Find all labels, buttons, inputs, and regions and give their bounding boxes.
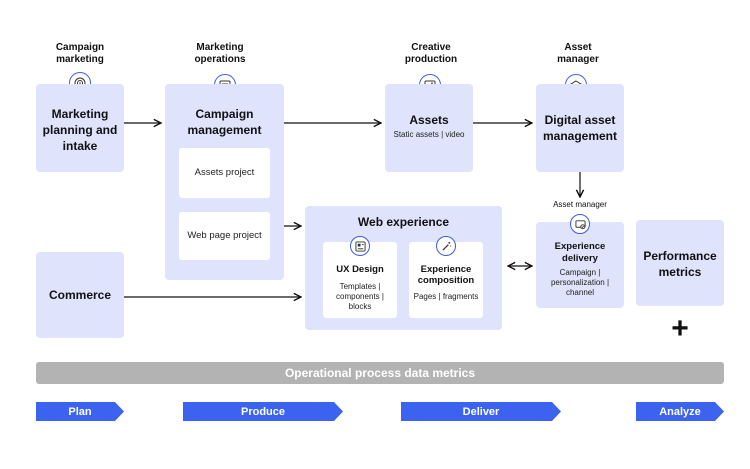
plus-symbol: + xyxy=(671,312,689,345)
experience-composition-title: Experience composition xyxy=(417,264,475,286)
phase-plan-label: Plan xyxy=(68,405,92,418)
phase-deliver: Deliver xyxy=(401,402,561,421)
marketing-planning-title: Marketing planning and intake xyxy=(42,107,118,153)
phase-produce-label: Produce xyxy=(240,405,285,418)
ux-design-title: UX Design xyxy=(336,264,384,275)
operational-metrics-label: Operational process data metrics xyxy=(284,366,476,380)
delivery-icon xyxy=(570,214,590,234)
experience-composition-card: Experience composition Pages | fragments xyxy=(409,236,483,318)
assets-title: Assets xyxy=(409,113,449,127)
role-marketing-operations: Marketing operations xyxy=(194,42,246,65)
phase-produce: Produce xyxy=(183,402,343,421)
assets-project-card: Assets project xyxy=(179,148,270,198)
web-page-project-label: Web page project xyxy=(187,230,262,241)
phase-deliver-label: Deliver xyxy=(462,405,500,418)
experience-delivery-subtitle: Campaign | personalization | channel xyxy=(550,268,610,297)
campaign-management-title: Campaign management xyxy=(187,107,262,137)
experience-delivery-title: Experience delivery xyxy=(554,241,606,264)
role-asset-manager: Asset manager xyxy=(557,42,599,65)
commerce-title: Commerce xyxy=(48,288,112,302)
role-creative-production: Creative production xyxy=(404,42,458,65)
web-experience-box: Web experience UX Design Templates | com… xyxy=(305,206,502,330)
performance-metrics-title: Performance metrics xyxy=(643,249,717,279)
phase-analyze: Analyze xyxy=(636,402,724,421)
phase-plan: Plan xyxy=(36,402,124,421)
digital-asset-management-title: Digital asset management xyxy=(542,113,618,143)
assets-subtitle: Static assets | video xyxy=(393,130,465,139)
commerce-box: Commerce xyxy=(36,252,124,338)
phase-analyze-label: Analyze xyxy=(659,405,701,418)
operational-metrics-bar: Operational process data metrics xyxy=(36,362,724,384)
asset-manager-small-label: Asset manager xyxy=(553,200,607,209)
experience-composition-subtitle: Pages | fragments xyxy=(413,292,479,301)
magic-wand-icon xyxy=(436,236,456,256)
campaign-management-box: Campaign management Assets project Web p… xyxy=(165,84,284,280)
web-page-project-card: Web page project xyxy=(179,212,270,260)
ux-design-card: UX Design Templates | components | block… xyxy=(323,236,397,318)
layout-icon xyxy=(350,236,370,256)
experience-delivery-box: Experience delivery Campaign | personali… xyxy=(536,214,624,308)
assets-box: Assets Static assets | video xyxy=(385,84,473,172)
digital-asset-management-box: Digital asset management xyxy=(536,84,624,172)
web-experience-title: Web experience xyxy=(357,215,450,229)
role-campaign-marketing: Campaign marketing xyxy=(55,42,105,65)
performance-metrics-box: Performance metrics xyxy=(636,220,724,306)
marketing-planning-box: Marketing planning and intake xyxy=(36,84,124,172)
assets-project-label: Assets project xyxy=(194,167,255,178)
ux-design-subtitle: Templates | components | blocks xyxy=(336,282,384,311)
